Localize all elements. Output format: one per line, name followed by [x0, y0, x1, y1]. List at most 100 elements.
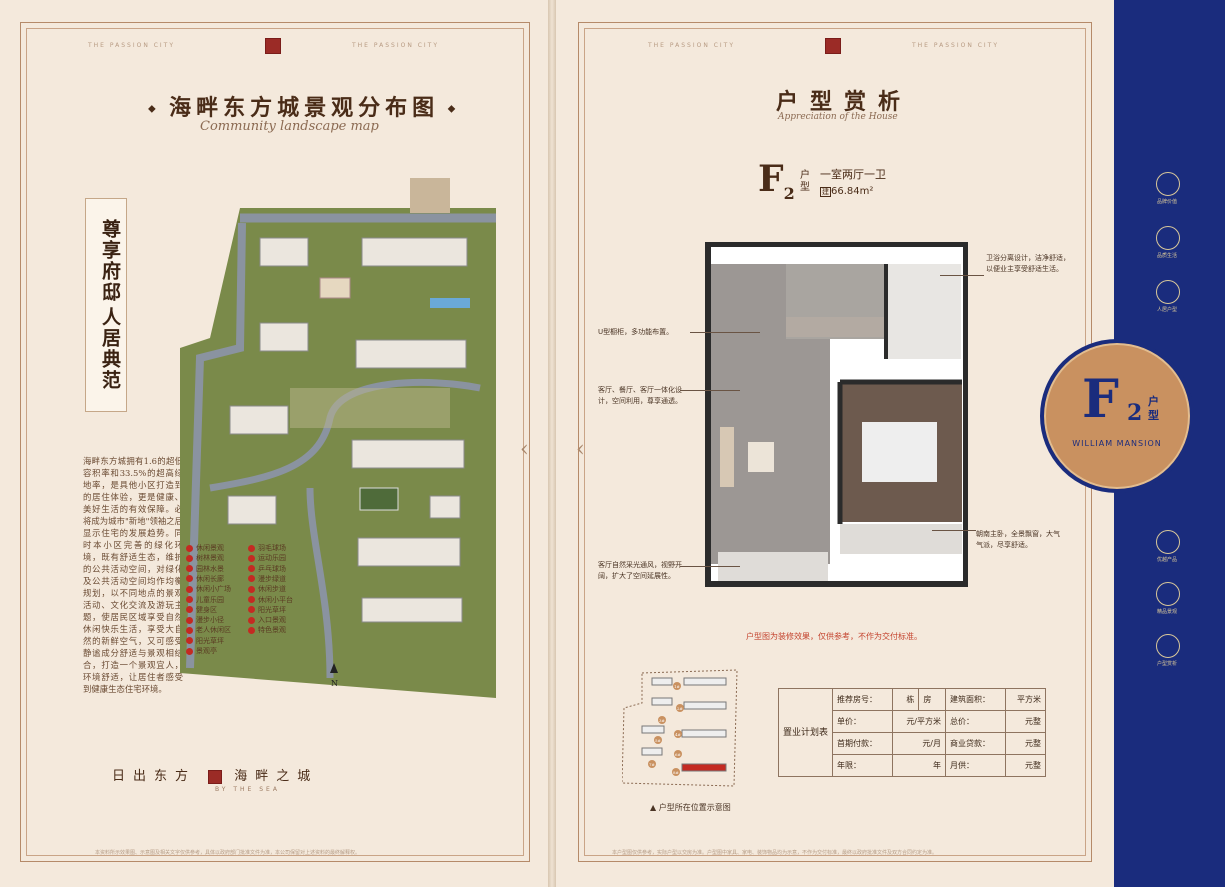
legend-dot-icon	[248, 606, 255, 614]
slogan-a: 日出东方	[112, 769, 197, 784]
nav-label[interactable]: 精品景观	[1156, 609, 1177, 615]
north-label: N	[331, 679, 338, 688]
legend-item: 儿童乐园	[186, 595, 224, 605]
legend-dot-icon	[248, 616, 255, 624]
nav-label[interactable]: 品牌价值	[1156, 199, 1177, 205]
road-west	[186, 222, 246, 669]
site-map: N	[180, 178, 496, 698]
motto-line-2: 人居典范	[99, 307, 121, 391]
nav-emblem-icon[interactable]	[1156, 172, 1180, 196]
nav-emblem-icon[interactable]	[1156, 530, 1180, 554]
nav-label[interactable]: 优越产品	[1156, 557, 1177, 563]
badge-word: 户型	[1148, 395, 1159, 422]
sports-court	[359, 487, 399, 511]
cell: 年限：	[832, 754, 893, 777]
legend-label: 羽毛球场	[258, 544, 286, 552]
seal-icon	[825, 38, 841, 54]
legend-dot-icon	[248, 565, 255, 573]
legend-dot-icon	[186, 616, 193, 624]
legend-dot-icon	[186, 647, 193, 655]
minimap-building	[683, 701, 727, 710]
cell: 栋	[891, 688, 920, 711]
nav-emblem-icon[interactable]	[1156, 280, 1180, 304]
left-frame	[20, 22, 530, 862]
minimap-tag-icon	[673, 682, 681, 690]
entrance-plaza	[410, 178, 450, 213]
legend-label: 特色景观	[258, 626, 286, 635]
unit-code: F2	[758, 158, 795, 203]
minimap-highlight-building	[681, 763, 727, 772]
legend-dot-icon	[186, 565, 193, 573]
prev-page-icon[interactable]: ‹	[520, 437, 529, 462]
legend-dot-icon	[248, 575, 255, 583]
legend-dot-icon	[186, 596, 193, 603]
purchase-plan-table: 置业计划表 推荐房号： 栋 房 建筑面积： 平方米 单价： 元/平方米 总价： …	[777, 688, 1047, 777]
unit-num: 2	[783, 184, 795, 204]
minimap-tag-label: 1#	[674, 684, 681, 689]
area-prefix: 建	[820, 187, 831, 197]
cell: 商业贷款：	[945, 732, 1006, 755]
area-value: 66.84m²	[831, 186, 874, 197]
legend-item: 运动乐园	[248, 553, 286, 563]
minimap-tag-icon	[674, 750, 682, 758]
minimap-building	[651, 677, 673, 686]
minimap-building	[683, 677, 727, 686]
title-bullet-icon: ◆	[439, 103, 461, 115]
legend-item: 老人休闲区	[186, 625, 231, 635]
legend-label: 运动乐园	[258, 554, 286, 563]
nav-emblem-icon[interactable]	[1156, 226, 1180, 250]
map-title-text: 海畔东方城景观分布图	[169, 95, 440, 121]
annot-leader	[690, 332, 760, 333]
minimap-tag-label: 8#	[673, 770, 680, 775]
cell: 元整	[1004, 732, 1047, 755]
annot-bedroom: 朝南主卧，全景飘窗，大气气派，尽享舒适。	[976, 530, 1060, 549]
nav-label[interactable]: 人居户型	[1156, 307, 1177, 313]
cell: 首期付款：	[832, 732, 893, 755]
nav-emblem-icon[interactable]	[1156, 582, 1180, 606]
legend-label: 漫步绿道	[258, 574, 286, 583]
next-page-icon[interactable]: ‹	[576, 437, 585, 462]
plan-walls	[705, 242, 968, 587]
cell: 平方米	[1004, 688, 1047, 711]
legend-item: 漫步绿道	[248, 574, 286, 584]
right-header-left: THE PASSION CITY	[648, 42, 736, 49]
legend-label: 阳光草坪	[196, 636, 224, 645]
legend-dot-icon	[186, 626, 193, 634]
gutter	[548, 0, 556, 887]
badge-num: 2	[1127, 400, 1143, 426]
slogan-en: BY THE SEA	[215, 786, 280, 793]
minimap-building	[641, 747, 663, 756]
motto-scroll: 尊享府邸 人居典范	[85, 198, 127, 412]
nav-emblem-icon[interactable]	[1156, 634, 1180, 658]
slogan: 日出东方 海畔之城	[112, 765, 442, 784]
cell: 推荐房号：	[832, 688, 893, 711]
annot-dining: 客厅、餐厅、客厅一体化设计，空间利用，尊享通透。	[598, 386, 682, 405]
building	[229, 405, 289, 435]
annot-kitchen: U型橱柜，多功能布置。	[598, 328, 674, 336]
living-balcony	[718, 552, 828, 582]
annot-living: 客厅自然采光通风，视野开阔，扩大了空间延展性。	[598, 561, 682, 580]
badge-letter: F	[1082, 369, 1119, 430]
table-side-label: 置业计划表	[777, 688, 834, 777]
nav-label[interactable]: 户型赏析	[1156, 661, 1177, 667]
minimap-building	[681, 729, 727, 738]
legend-label: 健身区	[196, 605, 217, 614]
legend-label: 休闲景观	[196, 544, 224, 552]
plan-disclaimer: 户型图为装修效果，仅供参考，不作为交付标准。	[746, 632, 922, 641]
plan-title: 户型赏析	[776, 89, 913, 115]
motto-line-1: 尊享府邸	[99, 219, 121, 303]
legend-item: 漫步小径	[186, 615, 224, 625]
legend-item: 特色景观	[248, 625, 286, 635]
legend-item: 休闲小平台	[248, 595, 293, 605]
legend-item: 入口景观	[248, 615, 286, 625]
legend-label: 休闲小广场	[196, 585, 231, 594]
minimap-tag-icon	[674, 730, 682, 738]
left-footer: 本资料所示效果图、示意图及相关文字仅供参考，具体以政府部门批准文件为准，本公司保…	[95, 850, 361, 856]
legend-item: 树林景观	[186, 553, 224, 563]
annot-leader	[940, 275, 984, 276]
kitchen-counter	[786, 317, 886, 337]
legend-label: 阳光草坪	[258, 605, 286, 614]
nav-label[interactable]: 品质生活	[1156, 253, 1177, 259]
